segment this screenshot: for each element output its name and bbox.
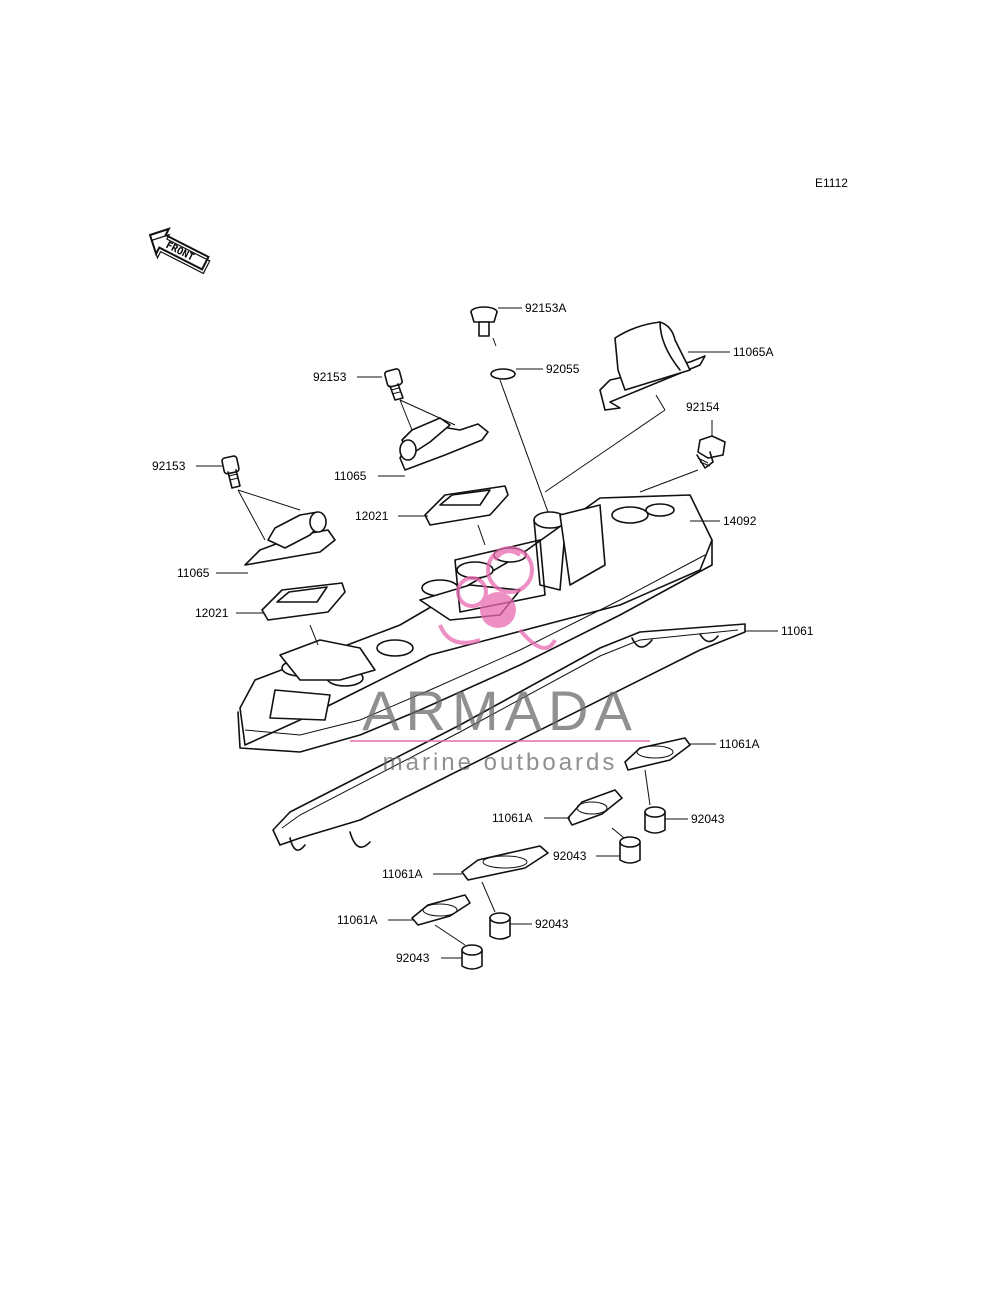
front-arrow-icon: FRONT [148,227,211,275]
leader-lines [196,307,778,959]
washer-92055 [490,368,516,380]
bracket-11065-left [244,511,336,566]
seal-12021-left [261,582,346,621]
watermark: ARMADA marine outboards [350,546,650,776]
label-11061: 11061 [781,624,814,638]
watermark-logo-icon [438,546,557,650]
label-11061A-2: 11061A [492,811,532,825]
seal-11061A-1 [624,737,691,771]
label-92043-2: 92043 [553,849,587,863]
seal-11061A-3 [461,845,549,881]
label-11061A-1: 11061A [719,737,759,751]
dowel-92043-2 [619,836,641,864]
gasket-11061 [272,623,746,851]
valve-cover [237,494,713,753]
bolt-92153A [470,306,498,347]
label-12021-left: 12021 [195,606,229,620]
label-11065-top: 11065 [334,469,367,483]
seal-11061A-2 [567,789,623,826]
label-92043-1: 92043 [691,812,725,826]
label-11061A-3: 11061A [382,867,422,881]
label-92153-top: 92153 [313,370,347,384]
watermark-tagline: marine outboards [383,749,618,776]
plug-92154 [696,435,726,469]
dowel-92043-3 [489,912,511,940]
label-14092: 14092 [723,514,757,528]
label-92043-3: 92043 [535,917,569,931]
seal-11061A-4 [411,894,471,926]
label-92043-4: 92043 [396,951,430,965]
seal-12021-top [424,485,509,526]
label-92055: 92055 [546,362,580,376]
bolt-92153-top [384,368,404,401]
cap-11065A [599,321,706,411]
diagram-code: E1112 [815,176,848,190]
label-92153A: 92153A [525,301,566,315]
bolt-92153-left [221,455,241,489]
bracket-11065-top [399,417,489,471]
label-92154: 92154 [686,400,720,414]
watermark-brand: ARMADA [362,679,638,742]
label-92153-left: 92153 [152,459,186,473]
label-12021-top: 12021 [355,509,389,523]
dowel-92043-4 [461,944,483,970]
label-11061A-4: 11061A [337,913,377,927]
label-11065-left: 11065 [177,566,210,580]
dowel-92043-1 [644,806,666,834]
label-11065A: 11065A [733,345,773,359]
